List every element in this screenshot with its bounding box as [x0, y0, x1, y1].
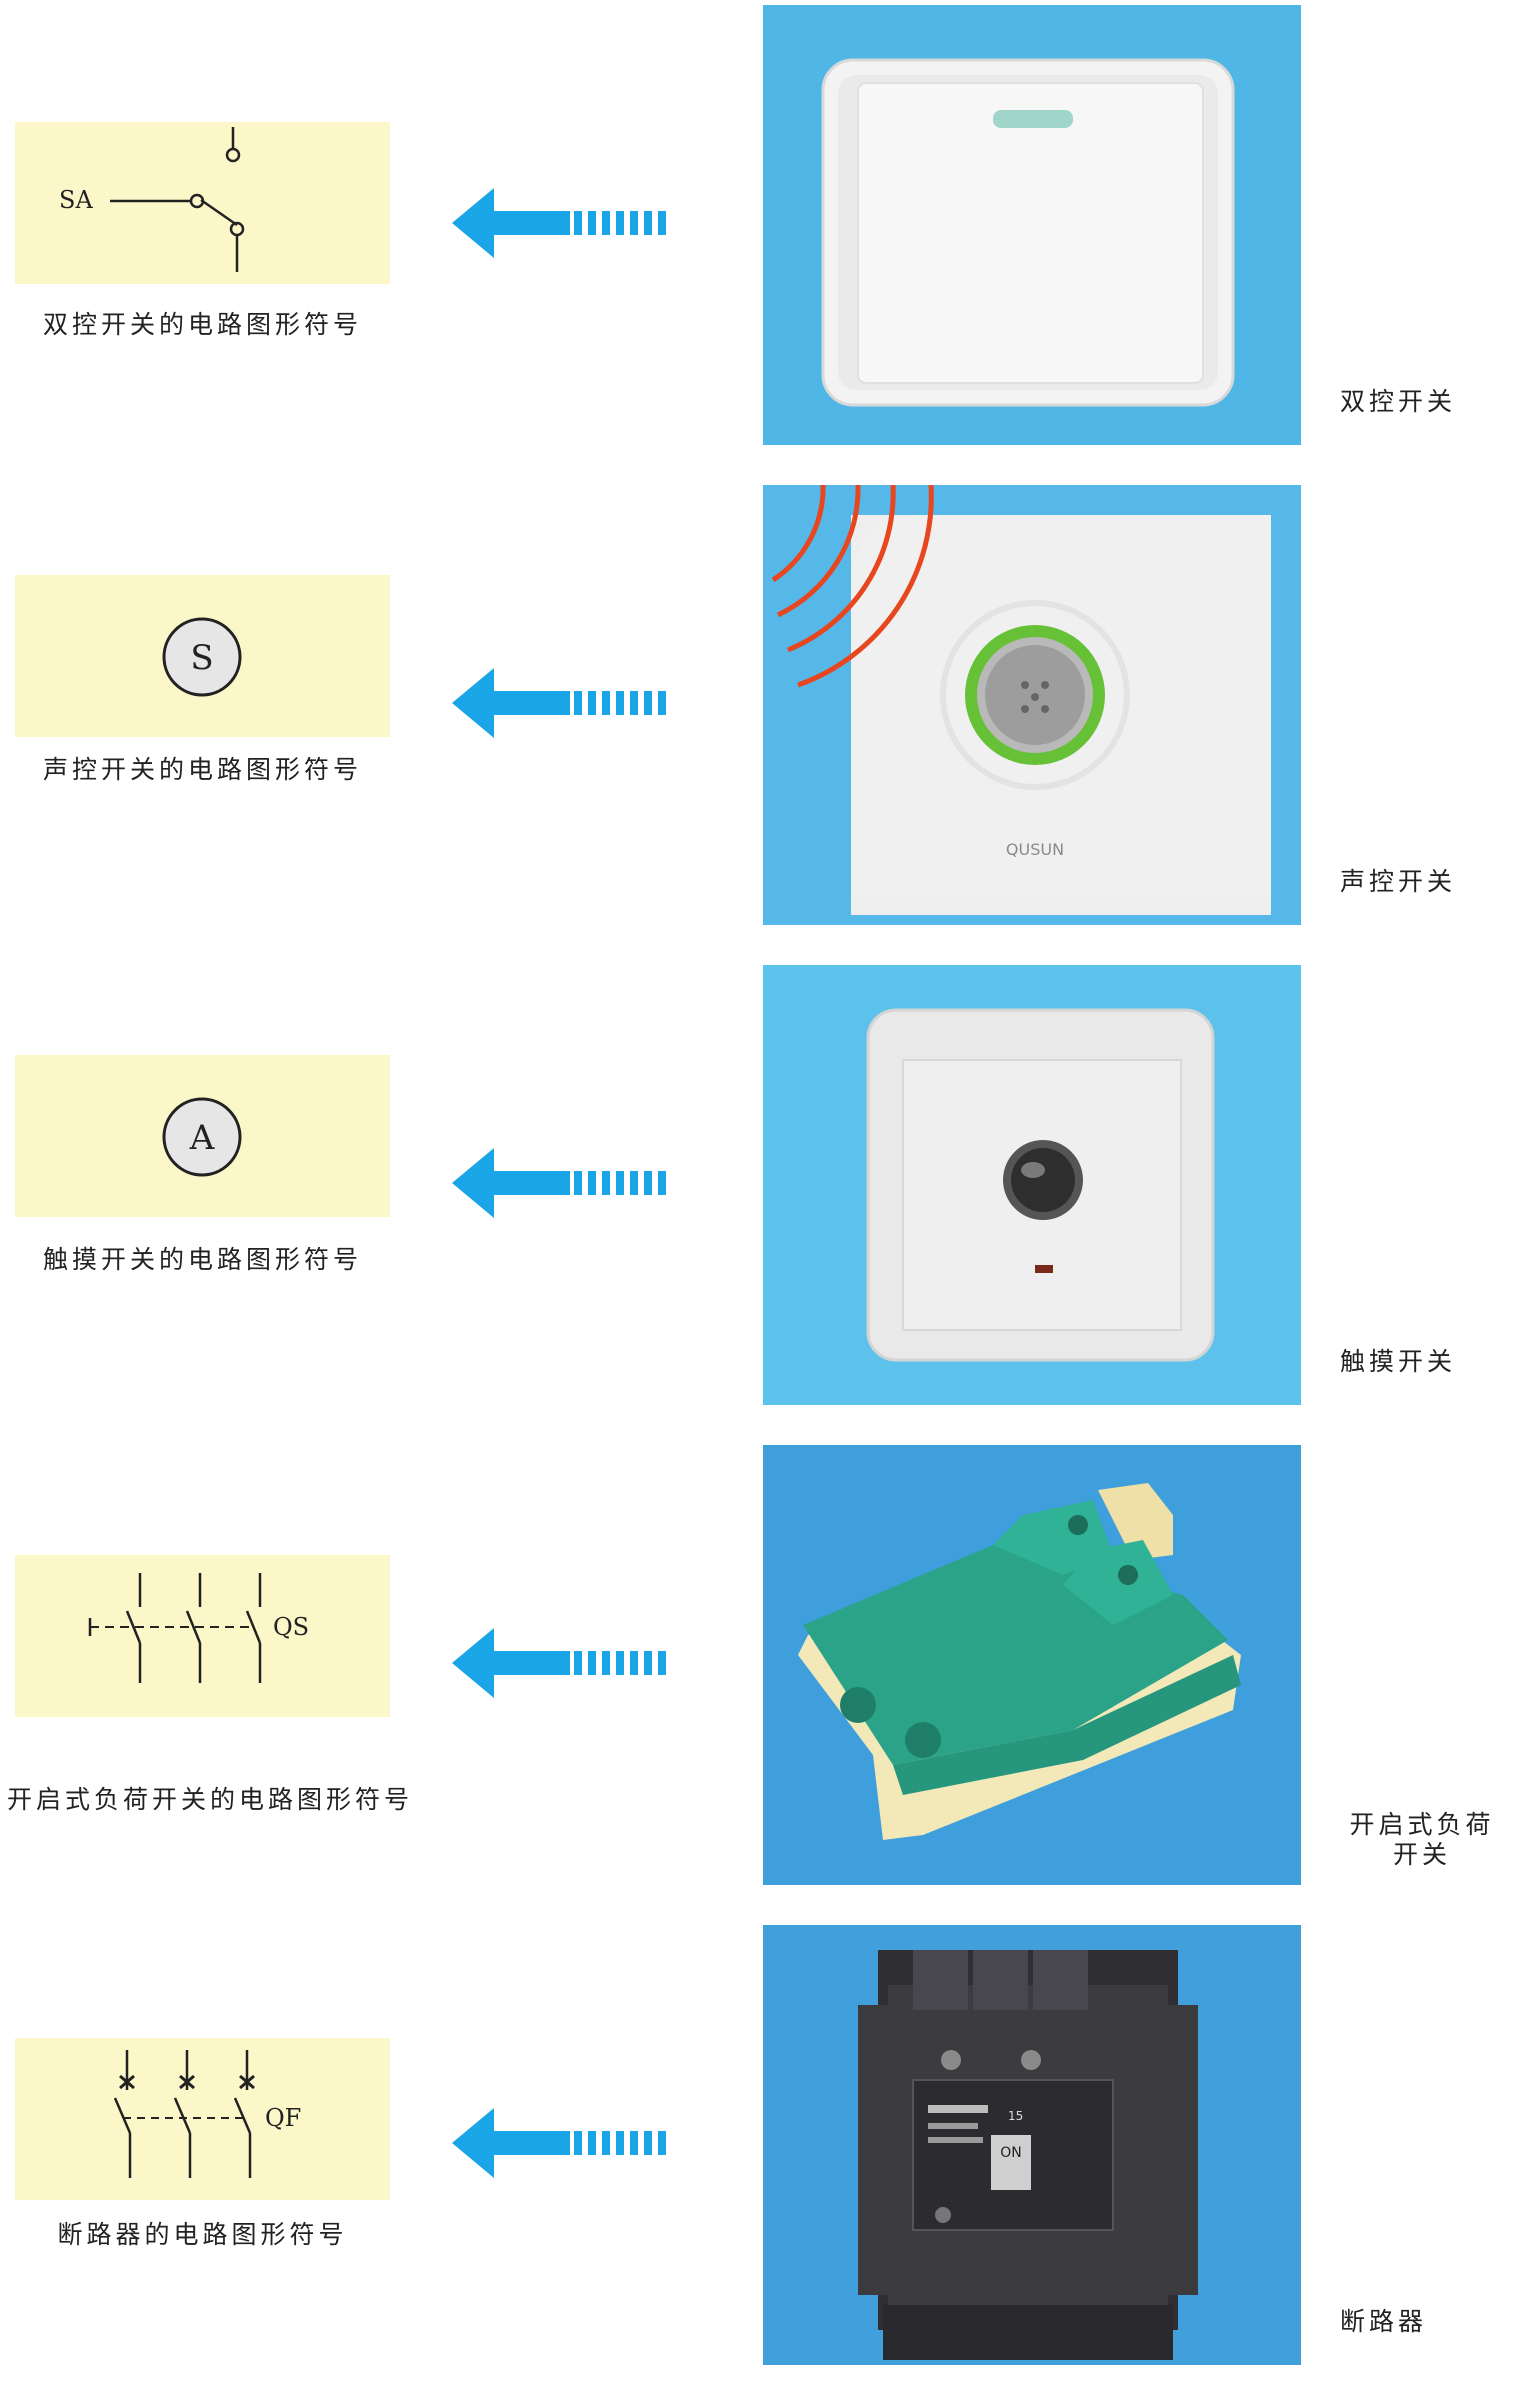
touch-switch-symbol: A — [162, 1097, 242, 1177]
symbol-box: QF — [15, 2038, 390, 2200]
photo-caption-line1: 开启式负荷 — [1349, 1810, 1495, 1839]
symbol-label: A — [189, 1118, 215, 1158]
brand-label: QUSUN — [1006, 840, 1064, 859]
symbol-caption: 断路器的电路图形符号 — [57, 2220, 348, 2249]
left-arrow-icon — [452, 188, 666, 258]
symbol-box: A — [15, 1055, 390, 1217]
left-arrow-icon — [452, 2108, 666, 2178]
symbol-label: SA — [59, 186, 93, 214]
photo-caption: 双控开关 — [1340, 387, 1457, 416]
row-two-way-switch: SA 双控开关的电路图形符号 双控开关 — [0, 5, 1514, 445]
symbol-box: QS — [15, 1555, 390, 1717]
row-circuit-breaker: QF 断路器的电路图形符号 ON 15 — [0, 1925, 1514, 2365]
two-way-switch-symbol: SA — [59, 127, 245, 272]
row-knife-switch: QS 开启式负荷开关的电路图形符号 开启式负荷 开关 — [0, 1445, 1514, 1885]
photo-caption: 断路器 — [1340, 2307, 1428, 2336]
symbol-box: S — [15, 575, 390, 737]
photo-caption: 声控开关 — [1340, 867, 1457, 896]
circuit-breaker-photo: ON 15 — [763, 1925, 1301, 2365]
breaker-rating: 15 — [1008, 2109, 1023, 2123]
left-arrow-icon — [452, 668, 666, 738]
symbol-caption: 声控开关的电路图形符号 — [42, 755, 362, 784]
left-arrow-icon — [452, 1628, 666, 1698]
photo-caption: 开启式负荷 开关 — [1335, 1810, 1509, 1870]
row-touch-switch: A 触摸开关的电路图形符号 触摸开关 — [0, 965, 1514, 1405]
circuit-breaker-symbol: QF — [113, 2050, 301, 2178]
photo-caption-line2: 开关 — [1392, 1840, 1451, 1869]
sound-switch-symbol: S — [162, 617, 242, 697]
symbol-label: S — [190, 638, 213, 678]
symbol-box: SA — [15, 122, 390, 284]
photo-caption: 触摸开关 — [1340, 1347, 1457, 1376]
two-way-switch-photo — [763, 5, 1301, 445]
symbol-label: QF — [265, 2104, 301, 2132]
symbol-label: QS — [273, 1613, 309, 1641]
row-sound-switch: S 声控开关的电路图形符号 QUSUN 声控开关 — [0, 485, 1514, 925]
symbol-caption: 双控开关的电路图形符号 — [42, 310, 362, 339]
symbol-caption: 开启式负荷开关的电路图形符号 — [6, 1785, 413, 1814]
breaker-on-label: ON — [1000, 2145, 1022, 2161]
knife-switch-symbol: QS — [88, 1573, 309, 1683]
left-arrow-icon — [452, 1148, 666, 1218]
knife-switch-photo — [763, 1445, 1301, 1885]
symbol-caption: 触摸开关的电路图形符号 — [42, 1245, 362, 1274]
touch-switch-photo — [763, 965, 1301, 1405]
sound-switch-photo: QUSUN — [763, 485, 1301, 925]
